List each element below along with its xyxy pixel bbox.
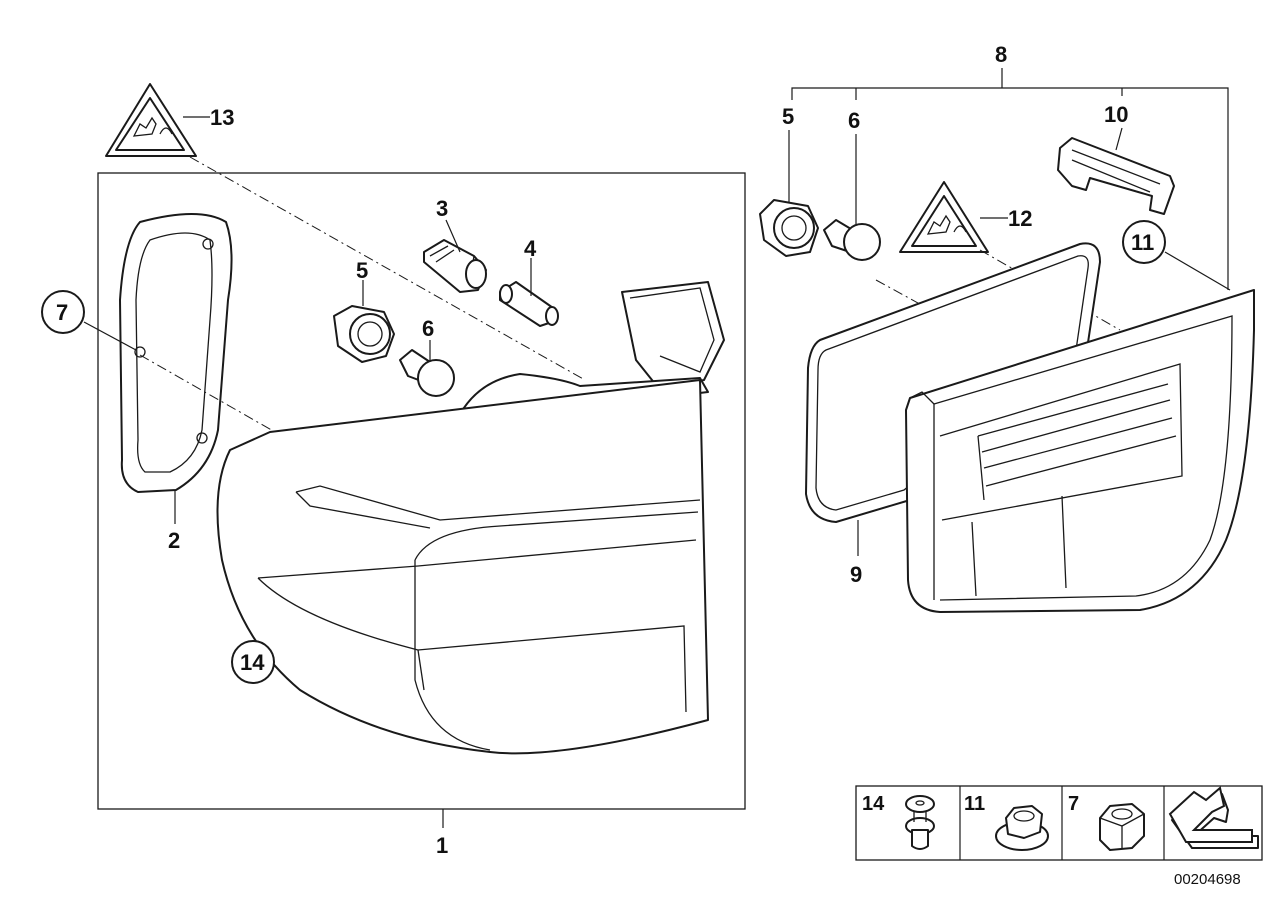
callout-3[interactable]: 3 [436,196,448,221]
direction-arrow-icon[interactable] [1168,786,1259,849]
bulb-6-right[interactable] [823,219,881,261]
taillight-outer-14[interactable] [216,281,725,755]
callout-4[interactable]: 4 [524,236,537,261]
callout-6-right[interactable]: 6 [848,108,860,133]
bulb-socket-5-left[interactable] [333,305,395,363]
callout-circle-7[interactable] [41,290,85,334]
warning-triangle-12[interactable] [899,181,989,253]
fastener-legend: 14 11 7 [855,785,1263,861]
callout-circle-11[interactable] [1122,220,1166,264]
warning-triangle-13[interactable] [105,83,197,157]
rivet-icon[interactable] [905,795,935,850]
callout-11[interactable]: 11 [1131,230,1154,255]
connector-3[interactable] [423,239,487,293]
assembly-frame [97,172,746,810]
legend-item-14: 14 [862,793,885,815]
callout-2[interactable]: 2 [168,528,180,553]
callout-6-left[interactable]: 6 [422,316,434,341]
callout-12[interactable]: 12 [1008,206,1032,231]
gasket-2[interactable] [119,213,233,493]
clip-10[interactable] [1057,137,1175,215]
bulb-6-left[interactable] [399,349,455,397]
callout-circle-14[interactable] [231,640,275,684]
legend-item-11: 11 [964,793,985,815]
callout-7[interactable]: 7 [56,300,68,325]
callout-14[interactable]: 14 [240,650,265,675]
callout-5-left[interactable]: 5 [356,258,368,283]
callout-13[interactable]: 13 [210,105,234,130]
hex-nut-icon[interactable] [1099,803,1145,851]
callout-9[interactable]: 9 [850,562,862,587]
flange-nut-icon[interactable] [995,805,1049,851]
legend-item-7: 7 [1068,793,1079,815]
gasket-9[interactable] [805,242,1101,523]
callout-1[interactable]: 1 [436,833,448,858]
callout-5-right[interactable]: 5 [782,104,794,129]
bulb-4[interactable] [499,281,559,327]
callout-8[interactable]: 8 [995,42,1007,67]
callout-10[interactable]: 10 [1104,102,1128,127]
taillight-inner-11[interactable] [905,289,1255,613]
bulb-socket-5-right[interactable] [759,199,819,257]
document-number: 00204698 [1174,871,1241,888]
